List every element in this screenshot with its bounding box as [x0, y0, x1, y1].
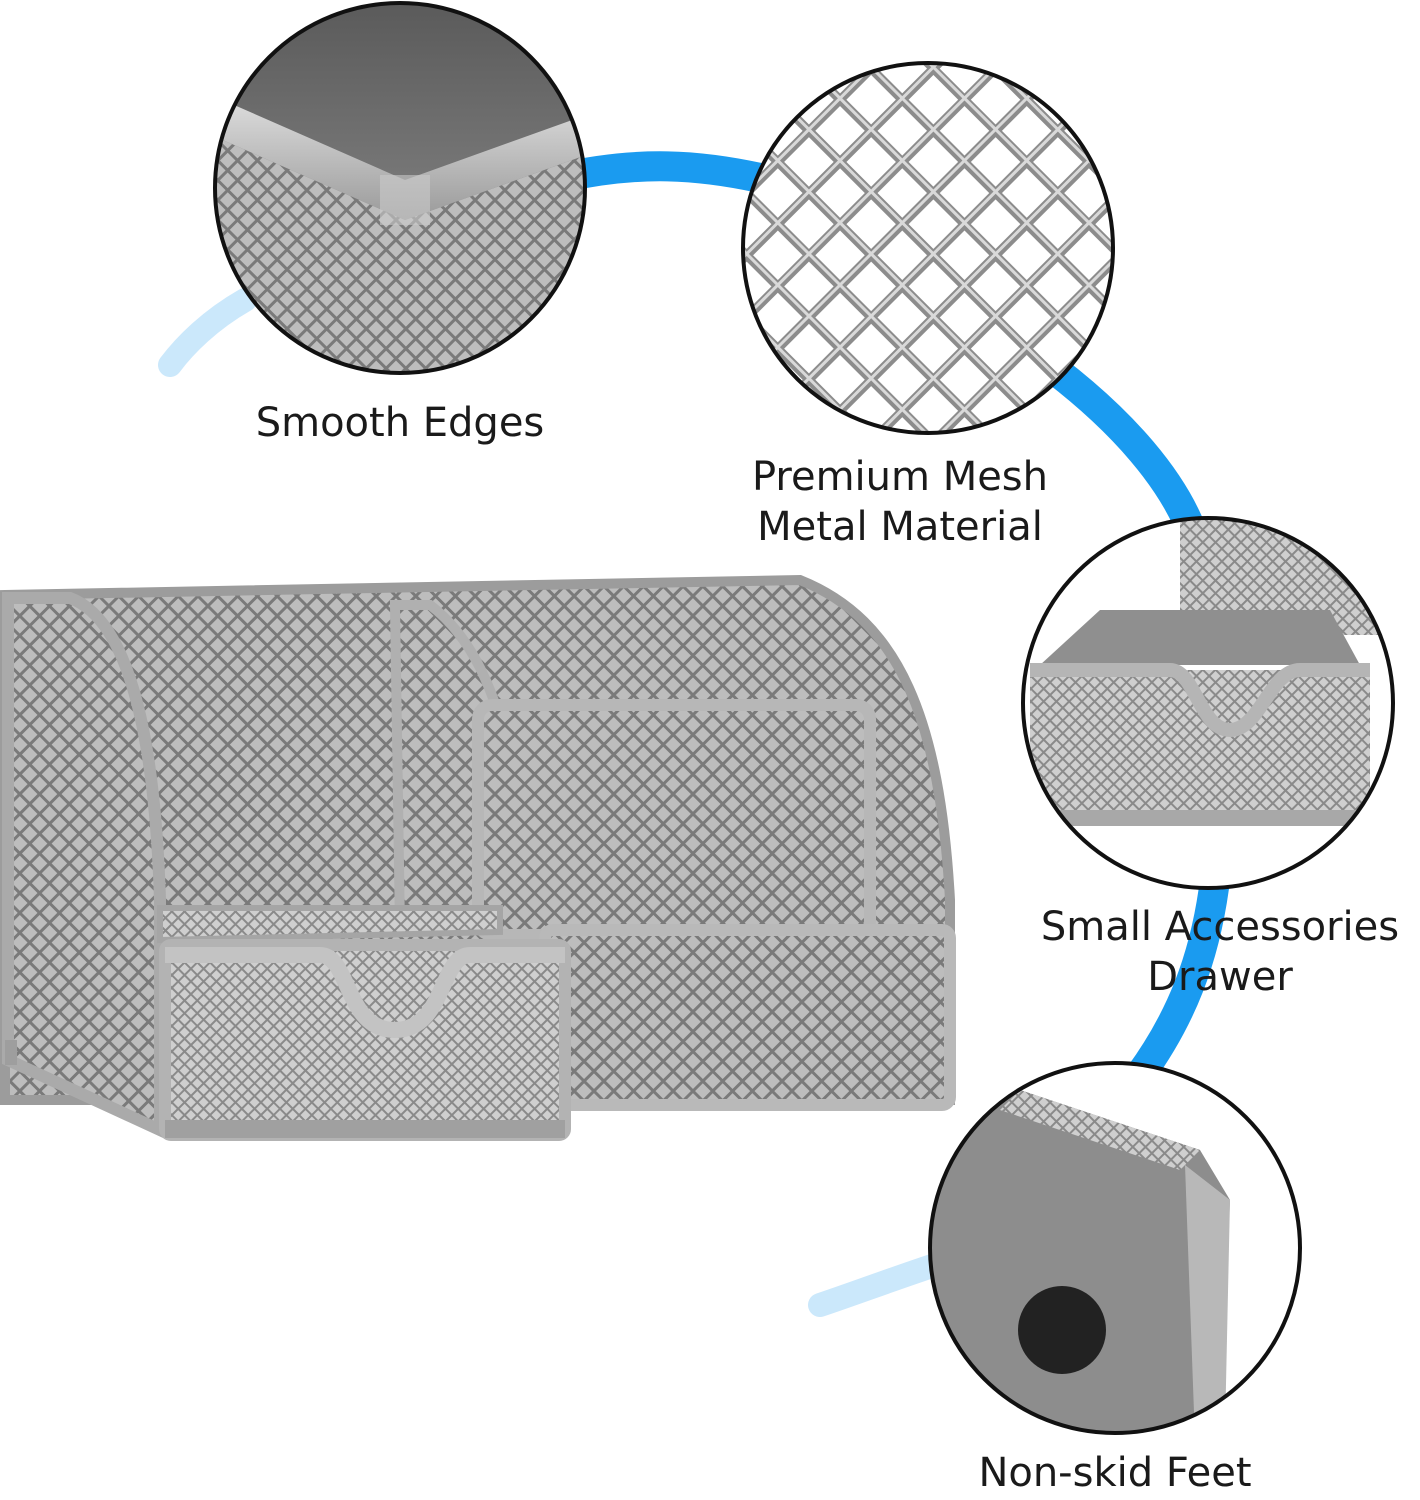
felt-pad-icon — [1018, 1286, 1106, 1374]
desk-organizer-illustration — [0, 574, 956, 1141]
label-premium-mesh-line1: Premium Mesh — [751, 454, 1048, 500]
accent-arc-fade-bottom-left — [808, 1253, 947, 1317]
accent-arc-top — [545, 151, 775, 193]
label-premium-mesh-line2: Metal Material — [757, 504, 1043, 550]
feature-circle-smooth-edges — [213, 1, 587, 375]
label-accessories-drawer-line2: Drawer — [1147, 954, 1293, 1000]
label-non-skid-feet: Non-skid Feet — [915, 1448, 1315, 1498]
feature-circle-premium-mesh — [741, 61, 1115, 435]
label-smooth-edges: Smooth Edges — [200, 398, 600, 448]
label-accessories-drawer: Small Accessories Drawer — [1020, 902, 1420, 1002]
label-non-skid-feet-text: Non-skid Feet — [978, 1450, 1252, 1496]
label-smooth-edges-text: Smooth Edges — [255, 400, 545, 446]
label-premium-mesh: Premium Mesh Metal Material — [700, 452, 1100, 552]
accent-arc-lower — [1125, 865, 1230, 1090]
feature-circle-non-skid-feet — [928, 1061, 1302, 1435]
accent-arc-fade-top-left — [158, 288, 257, 377]
feature-circle-accessories-drawer — [1021, 516, 1395, 890]
label-accessories-drawer-line1: Small Accessories — [1040, 904, 1400, 950]
